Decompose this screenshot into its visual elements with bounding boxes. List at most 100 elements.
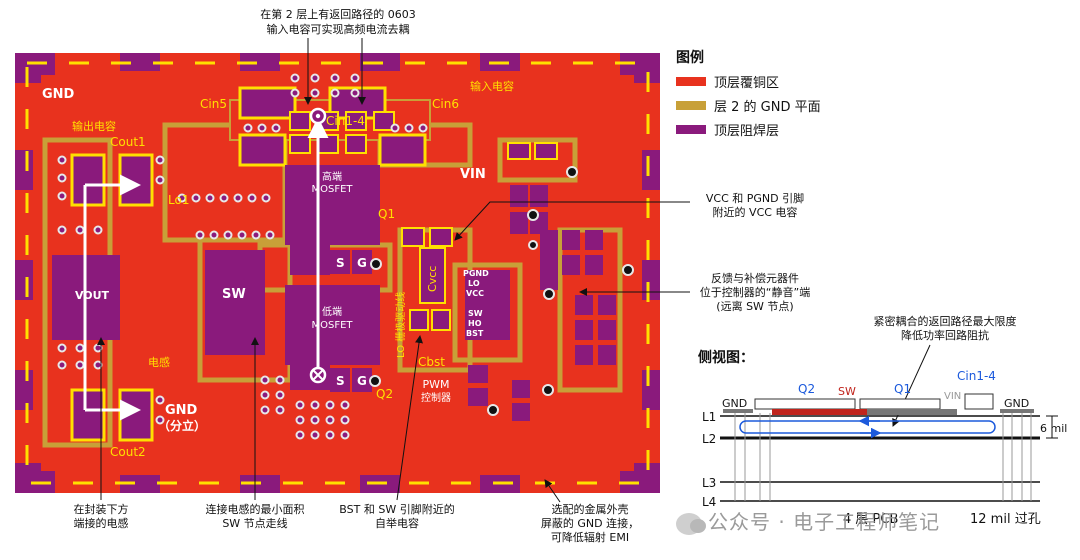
output-cap-label: 输出电容 xyxy=(72,119,116,133)
annot-fb-line1: 反馈与补偿元器件 xyxy=(711,271,799,285)
q2-s-label: S xyxy=(336,374,345,388)
sv-vin-copper xyxy=(867,409,957,415)
pwm-label-1: PWM xyxy=(422,378,449,391)
vin-label: VIN xyxy=(460,167,486,182)
annot-top-line2: 输入电容可实现高频电流去耦 xyxy=(267,22,410,36)
sv-q2-label: Q2 xyxy=(798,382,815,396)
silk-outline xyxy=(25,61,650,485)
annot-bot4-line3: 可降低辐射 EMI xyxy=(551,530,629,544)
pgnd-pin-label: PGND xyxy=(463,269,489,278)
lo1-label: Lo1 xyxy=(168,193,189,207)
watermark: 公众号 · 电子工程师笔记 xyxy=(676,506,940,535)
annot-vcc-line1: VCC 和 PGND 引脚 xyxy=(706,191,804,205)
pwm-label-2: 控制器 xyxy=(421,391,451,404)
via-array xyxy=(57,73,428,440)
high-side-mosfet xyxy=(285,165,380,275)
annot-bot1-line2: 端接的电感 xyxy=(74,516,129,530)
low-side-label-2: MOSFET xyxy=(311,320,353,331)
sv-cin-body xyxy=(964,393,994,410)
annot-fb-line3: (远离 SW 节点) xyxy=(716,299,793,313)
sv-q1-label: Q1 xyxy=(894,382,911,396)
thermal-vias xyxy=(369,166,634,416)
sv-l4-label: L4 xyxy=(702,495,716,509)
annot-bot2-line2: SW 节点走线 xyxy=(222,516,287,530)
annot-bot3-arrow xyxy=(396,335,423,501)
board-labels: GND VIN Cin5 Cin6 Cin1-4 输入电容 输出电容 Cout1… xyxy=(42,79,514,459)
gnd-split-label-2: （分立） xyxy=(158,418,206,433)
cvcc-label: Cvcc xyxy=(426,266,439,292)
q2-label: Q2 xyxy=(376,387,393,401)
sv-gnd-left: GND xyxy=(722,397,747,410)
sw-pad xyxy=(205,250,265,355)
sv-l2-label: L2 xyxy=(702,432,716,446)
lo-trace-label: LO 栅极驱动线 xyxy=(394,292,407,358)
annot-bot4-arrow xyxy=(544,479,561,503)
q1-g-label: G xyxy=(357,256,367,270)
sv-gnd-right: GND xyxy=(1004,397,1029,410)
side-view-title: 侧视图： xyxy=(698,349,754,366)
sv-cin-label: Cin1-4 xyxy=(957,369,996,383)
legend-item-solder-mask: 顶层阻焊层 xyxy=(714,123,779,139)
pcb-board: GND VIN Cin5 Cin6 Cin1-4 输入电容 输出电容 Cout1… xyxy=(15,53,660,493)
annot-fb-line2: 位于控制器的“静音”端 xyxy=(700,285,810,299)
cout1-label: Cout1 xyxy=(110,135,146,149)
cout2-label: Cout2 xyxy=(110,445,146,459)
high-side-label-2: MOSFET xyxy=(311,184,353,195)
cin6-label: Cin6 xyxy=(432,97,459,111)
annotations: 在第 2 层上有返回路径的 0603 输入电容可实现高频电流去耦 VCC 和 P… xyxy=(74,7,1017,544)
legend-swatch-solder-mask xyxy=(676,125,706,134)
annot-loop-line1: 紧密耦合的返回路径最大限度 xyxy=(874,314,1017,328)
current-loop-arrows xyxy=(83,107,329,421)
legend-swatch-copper xyxy=(676,77,706,86)
sv-gnd-left-pad xyxy=(723,409,753,413)
sv-gnd-right-pad xyxy=(1000,409,1034,413)
high-side-label-1: 高端 xyxy=(322,170,342,183)
input-capacitors xyxy=(238,86,427,167)
sv-mil-label: 6 mil xyxy=(1040,422,1067,435)
cin14-label: Cin1-4 xyxy=(326,114,365,128)
gnd-label: GND xyxy=(42,87,75,102)
sv-via-label: 12 mil 过孔 xyxy=(970,512,1041,527)
q1-label: Q1 xyxy=(378,207,395,221)
legend-swatch-gnd-plane xyxy=(676,101,706,110)
bst-pin-label: BST xyxy=(466,329,484,338)
lo-pin-label: LO xyxy=(468,279,480,288)
controller-components xyxy=(401,142,616,421)
q2-g-label: G xyxy=(357,374,367,388)
annot-bot3-line2: 自举电容 xyxy=(375,516,419,530)
annot-top-line1: 在第 2 层上有返回路径的 0603 xyxy=(260,7,415,21)
annot-bot4-line1: 选配的金属外壳 xyxy=(552,502,629,516)
sv-sw-copper xyxy=(772,409,867,415)
annot-bot1-line1: 在封装下方 xyxy=(74,502,129,516)
annot-vcc-arrow xyxy=(454,201,690,241)
input-cap-label: 输入电容 xyxy=(470,79,514,93)
cbst-label: Cbst xyxy=(418,355,445,369)
sv-vin-label: VIN xyxy=(944,391,961,402)
annot-bot3-line1: BST 和 SW 引脚附近的 xyxy=(339,502,454,516)
gnd-split-label-1: GND xyxy=(165,403,198,418)
side-view: 侧视图： Q2 SW Q1 Cin1-4 VIN GND GND L1 L2 L… xyxy=(698,349,1067,527)
ho-pin-label: HO xyxy=(468,319,482,328)
sv-l3-label: L3 xyxy=(702,476,716,490)
annot-bot2-line1: 连接电感的最小面积 xyxy=(206,502,305,516)
sv-vias xyxy=(734,413,1032,501)
cin5-label: Cin5 xyxy=(200,97,227,111)
watermark-text: 公众号 · 电子工程师笔记 xyxy=(708,510,941,534)
sv-pcb-label: 4 层 PCB xyxy=(843,512,898,527)
sw-pin-label: SW xyxy=(468,309,483,318)
q1-s-label: S xyxy=(336,256,345,270)
sv-return-loop xyxy=(739,420,996,434)
legend-title: 图例 xyxy=(676,49,704,66)
sw-label: SW xyxy=(222,287,246,302)
shield-pads xyxy=(15,53,660,493)
legend-item-gnd-plane: 层 2 的 GND 平面 xyxy=(714,99,821,115)
vcc-pin-label: VCC xyxy=(466,289,484,298)
annot-bot4-line2: 屏蔽的 GND 连接， xyxy=(541,516,639,530)
legend: 图例 顶层覆铜区 层 2 的 GND 平面 顶层阻焊层 xyxy=(676,49,821,139)
annot-loop-line2: 降低功率回路阻抗 xyxy=(901,328,989,342)
annot-vcc-line2: 附近的 VCC 电容 xyxy=(713,205,798,219)
inductor-label: 电感 xyxy=(148,356,170,369)
sv-sw-label: SW xyxy=(838,385,856,398)
low-side-label-1: 低端 xyxy=(322,305,342,318)
